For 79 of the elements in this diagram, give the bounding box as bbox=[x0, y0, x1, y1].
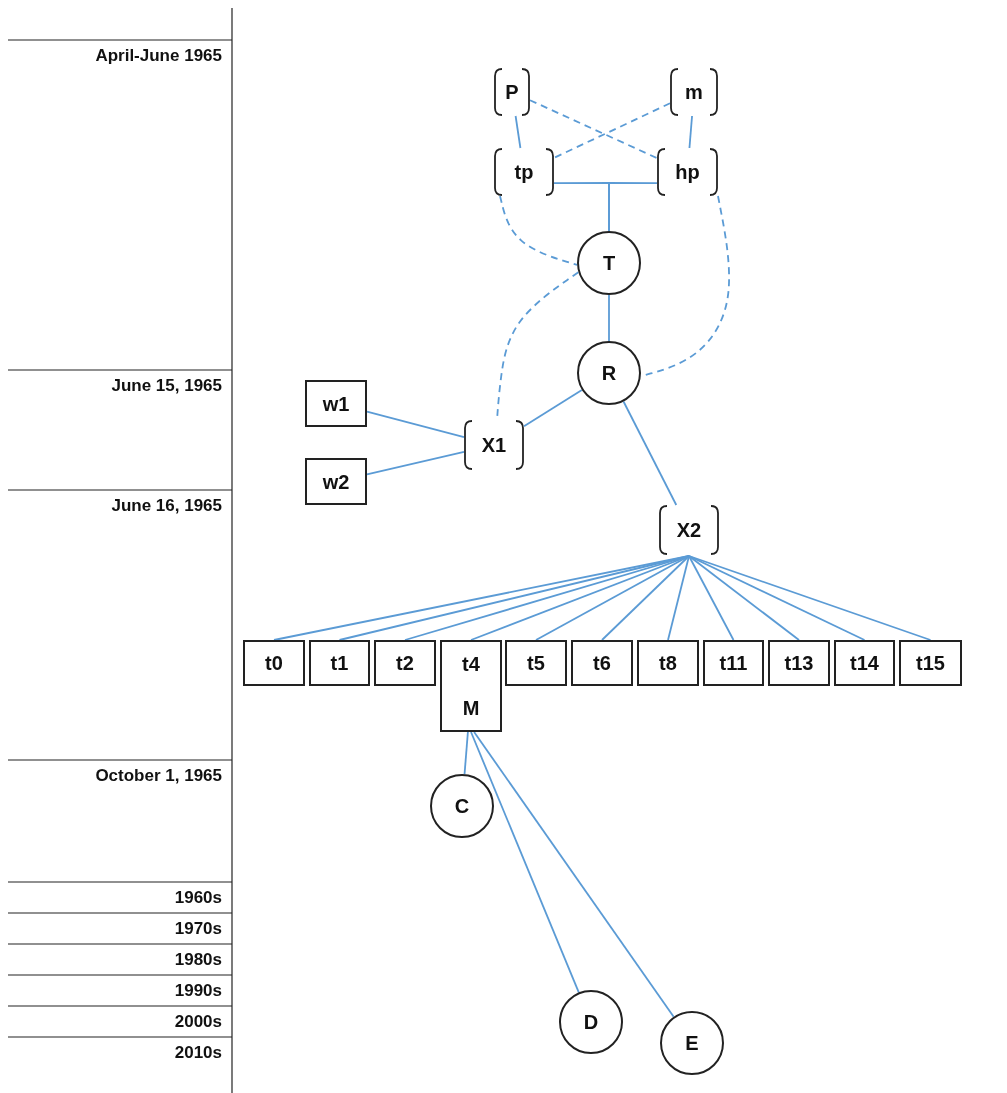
box-node bbox=[834, 640, 895, 686]
timeline-label: 2000s bbox=[174, 1012, 222, 1032]
connector-line bbox=[366, 410, 465, 438]
node-label: R bbox=[601, 362, 617, 384]
node-label: t1 bbox=[330, 652, 349, 674]
bracket-node bbox=[659, 505, 719, 555]
node-label: C bbox=[454, 795, 470, 817]
connector-line bbox=[608, 294, 610, 342]
connector-line bbox=[514, 115, 522, 149]
node-label: X2 bbox=[676, 519, 702, 541]
dashed-connector bbox=[553, 102, 671, 159]
connector-line bbox=[688, 555, 800, 641]
node-label: w2 bbox=[322, 470, 350, 493]
box-node bbox=[305, 380, 367, 427]
box-node bbox=[768, 640, 830, 686]
box-node bbox=[703, 640, 764, 686]
timeline-label: 1980s bbox=[174, 950, 222, 970]
node-label: t5 bbox=[527, 652, 545, 674]
node-label: m bbox=[685, 81, 703, 103]
node-label: X1 bbox=[481, 434, 507, 456]
node-label: w1 bbox=[322, 392, 350, 415]
node-label: t8 bbox=[659, 652, 677, 674]
node-label: t6 bbox=[593, 652, 611, 674]
node-label: D bbox=[583, 1011, 599, 1033]
timeline-label: October 1, 1965 bbox=[95, 766, 222, 786]
node-label: t11 bbox=[719, 652, 748, 674]
timeline-label: 2010s bbox=[174, 1043, 222, 1063]
connector-line bbox=[688, 555, 866, 641]
box-node bbox=[505, 640, 567, 686]
connector-line bbox=[523, 389, 583, 428]
node-label: t4 bbox=[462, 653, 480, 675]
connector-line bbox=[667, 555, 690, 641]
box-node bbox=[305, 458, 367, 505]
timeline-label: June 15, 1965 bbox=[111, 376, 222, 396]
dashed-connector bbox=[499, 195, 578, 266]
connector-line bbox=[473, 731, 675, 1018]
bracket-node bbox=[494, 68, 530, 116]
box-node bbox=[899, 640, 962, 686]
connector-line bbox=[366, 451, 465, 476]
dashed-connector bbox=[529, 99, 658, 159]
bracket-node bbox=[657, 148, 718, 196]
node-label: P bbox=[505, 81, 519, 103]
timeline-label: 1960s bbox=[174, 888, 222, 908]
connector-line bbox=[622, 400, 678, 506]
box-node bbox=[243, 640, 305, 686]
connector-line bbox=[688, 555, 932, 641]
node-label: t15 bbox=[916, 652, 945, 674]
circle-node bbox=[577, 341, 641, 405]
connector-line bbox=[608, 182, 658, 232]
node-label: hp bbox=[675, 161, 700, 183]
bracket-node bbox=[670, 68, 718, 116]
node-label: T bbox=[602, 252, 616, 274]
connector-line bbox=[601, 555, 690, 641]
connector-line bbox=[470, 731, 580, 994]
timeline-label: 1990s bbox=[174, 981, 222, 1001]
connector-line bbox=[463, 731, 469, 775]
box-node bbox=[571, 640, 633, 686]
circle-node bbox=[577, 231, 641, 295]
bracket-node bbox=[464, 420, 524, 470]
node-label: t14 bbox=[850, 652, 879, 674]
timeline-label: June 16, 1965 bbox=[111, 496, 222, 516]
node-label: t0 bbox=[265, 652, 283, 674]
node-label: M bbox=[462, 697, 480, 719]
node-label: E bbox=[685, 1032, 699, 1054]
connector-line bbox=[688, 555, 735, 641]
circle-node bbox=[559, 990, 623, 1054]
bracket-node bbox=[494, 148, 554, 196]
box-node bbox=[309, 640, 370, 686]
box-node bbox=[637, 640, 699, 686]
connector-line bbox=[688, 115, 693, 149]
timeline-label: 1970s bbox=[174, 919, 222, 939]
box-node bbox=[440, 640, 502, 732]
circle-node bbox=[430, 774, 494, 838]
timeline-label: April-June 1965 bbox=[95, 46, 222, 66]
node-label: t13 bbox=[784, 652, 814, 674]
node-label: t2 bbox=[396, 652, 414, 674]
circle-node bbox=[660, 1011, 724, 1075]
node-label: tp bbox=[514, 161, 534, 183]
box-node bbox=[374, 640, 436, 686]
